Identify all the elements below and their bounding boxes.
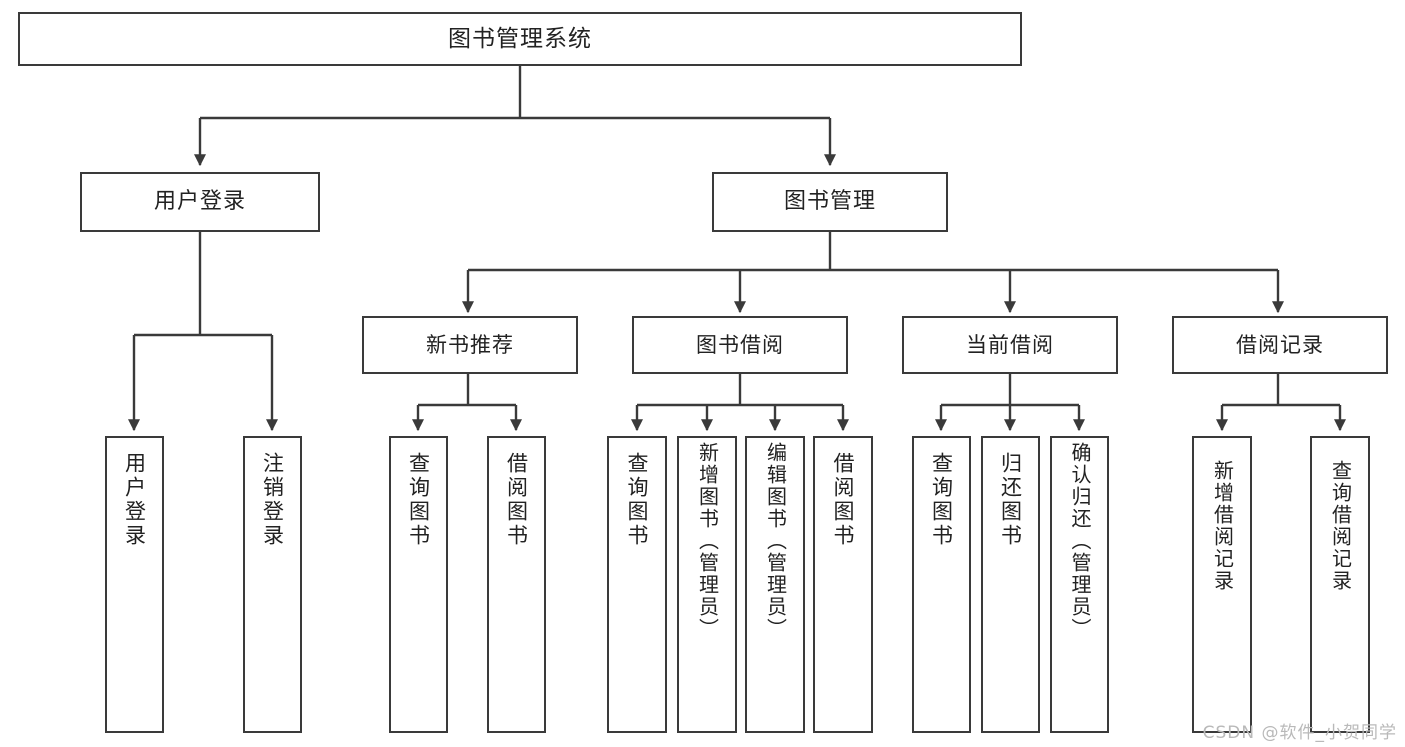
node-label: 编辑图书（管理员） <box>763 442 788 640</box>
leaf-user-login[interactable]: 用户登录 <box>105 436 164 733</box>
leaf-borrow-book[interactable]: 借阅图书 <box>813 436 873 733</box>
node-label: 归还图书 <box>998 452 1023 548</box>
node-root-system[interactable]: 图书管理系统 <box>18 12 1022 66</box>
watermark-text: CSDN @软件_小贺同学 <box>1202 723 1397 743</box>
node-label: 新书推荐 <box>426 332 514 357</box>
node-label: 用户登录 <box>153 189 246 215</box>
leaf-query-borrow-record[interactable]: 查询借阅记录 <box>1310 436 1370 733</box>
leaf-query-book-current[interactable]: 查询图书 <box>912 436 971 733</box>
node-label: 查询图书 <box>929 452 954 548</box>
node-label: 图书管理 <box>783 189 876 215</box>
leaf-return-book[interactable]: 归还图书 <box>981 436 1040 733</box>
node-label: 确认归还（管理员） <box>1068 442 1092 640</box>
node-label: 图书借阅 <box>696 332 784 357</box>
leaf-borrow-book-recommend[interactable]: 借阅图书 <box>487 436 546 733</box>
node-label: 图书管理系统 <box>448 25 592 52</box>
node-book-management[interactable]: 图书管理 <box>712 172 948 232</box>
leaf-query-book-recommend[interactable]: 查询图书 <box>389 436 448 733</box>
node-label: 注销登录 <box>260 452 285 548</box>
node-borrow-record[interactable]: 借阅记录 <box>1172 316 1388 374</box>
leaf-add-borrow-record[interactable]: 新增借阅记录 <box>1192 436 1252 733</box>
node-current-borrow[interactable]: 当前借阅 <box>902 316 1118 374</box>
node-label: 查询借阅记录 <box>1328 460 1353 592</box>
leaf-query-book-borrow[interactable]: 查询图书 <box>607 436 667 733</box>
node-label: 借阅记录 <box>1236 332 1324 357</box>
node-label: 新增借阅记录 <box>1210 460 1235 592</box>
leaf-confirm-return-admin[interactable]: 确认归还（管理员） <box>1050 436 1109 733</box>
node-new-book-recommend[interactable]: 新书推荐 <box>362 316 578 374</box>
node-label: 借阅图书 <box>504 452 529 548</box>
node-label: 新增图书（管理员） <box>695 442 720 640</box>
node-label: 查询图书 <box>625 452 650 548</box>
leaf-user-logout[interactable]: 注销登录 <box>243 436 302 733</box>
node-label: 用户登录 <box>122 452 147 548</box>
node-label: 借阅图书 <box>831 452 856 548</box>
node-label: 查询图书 <box>406 452 431 548</box>
leaf-edit-book-admin[interactable]: 编辑图书（管理员） <box>745 436 805 733</box>
node-book-borrow[interactable]: 图书借阅 <box>632 316 848 374</box>
leaf-add-book-admin[interactable]: 新增图书（管理员） <box>677 436 737 733</box>
node-user-login[interactable]: 用户登录 <box>80 172 320 232</box>
node-label: 当前借阅 <box>966 332 1054 357</box>
